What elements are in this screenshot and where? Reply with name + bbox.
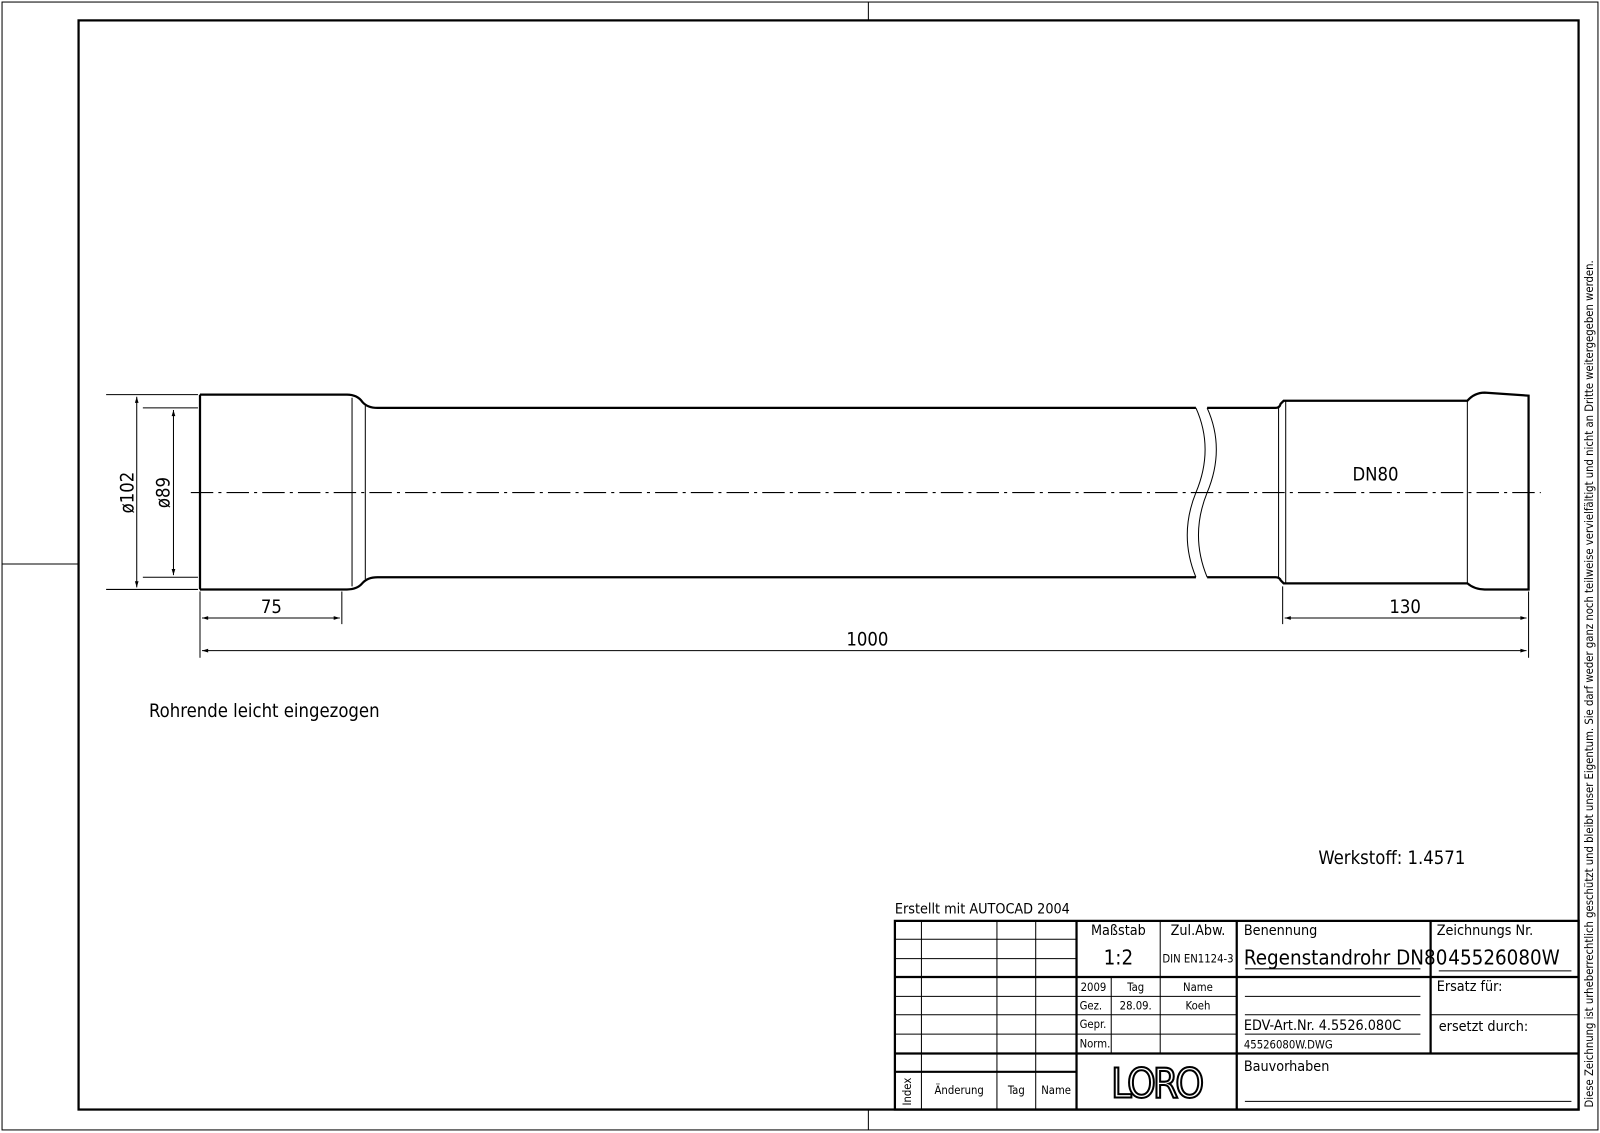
scale-label: Maßstab — [1091, 923, 1146, 939]
dn-label: DN80 — [1352, 464, 1398, 485]
replaced-by-label: ersetzt durch: — [1439, 1019, 1528, 1035]
title-value: Regenstandrohr DN80 — [1244, 946, 1448, 970]
drawing-no-value: 45526080W — [1448, 946, 1560, 970]
material-text: Werkstoff: 1.4571 — [1318, 848, 1465, 869]
article-number: EDV-Art.Nr. 4.5526.080C — [1244, 1018, 1401, 1034]
year: 2009 — [1081, 981, 1107, 994]
norm-label: Norm. — [1080, 1037, 1111, 1050]
pipe-drawing — [190, 391, 1541, 591]
checked-label: Gepr. — [1080, 1018, 1107, 1031]
loro-logo: LORO — [1111, 1059, 1202, 1107]
dim-outer-diameter: ø102 — [118, 472, 139, 514]
scale-value: 1:2 — [1104, 946, 1134, 970]
rev-header-name: Name — [1041, 1084, 1071, 1097]
copyright-notice: Diese Zeichnung ist urheberrechtlich ges… — [1583, 260, 1596, 1107]
dim-total-length: 1000 — [846, 630, 888, 651]
tolerance-label: Zul.Abw. — [1171, 923, 1226, 939]
drawing-no-label: Zeichnungs Nr. — [1437, 923, 1533, 939]
drawn-label: Gez. — [1080, 1000, 1103, 1013]
drawn-day: 28.09. — [1120, 1000, 1152, 1013]
drawn-name: Koeh — [1186, 1000, 1211, 1013]
rev-header-day: Tag — [1007, 1084, 1025, 1097]
dim-right-socket: 130 — [1389, 597, 1421, 618]
dimensions: ø102 ø89 75 130 1000 — [106, 394, 1530, 658]
rev-header-change: Änderung — [935, 1084, 984, 1097]
dim-left-socket: 75 — [261, 597, 282, 618]
created-with-text: Erstellt mit AUTOCAD 2004 — [895, 902, 1070, 918]
title-label: Benennung — [1244, 923, 1317, 939]
dim-inner-diameter: ø89 — [153, 477, 174, 508]
name-label: Name — [1183, 981, 1213, 994]
note-text: Rohrende leicht eingezogen — [149, 701, 380, 722]
rev-header-index: Index — [901, 1078, 914, 1106]
file-name: 45526080W.DWG — [1244, 1038, 1333, 1051]
tolerance-value: DIN EN1124-3 — [1162, 953, 1233, 966]
project-label: Bauvorhaben — [1244, 1059, 1329, 1075]
title-block — [893, 919, 1580, 1111]
replaces-label: Ersatz für: — [1437, 979, 1503, 995]
day-label: Tag — [1126, 981, 1144, 994]
